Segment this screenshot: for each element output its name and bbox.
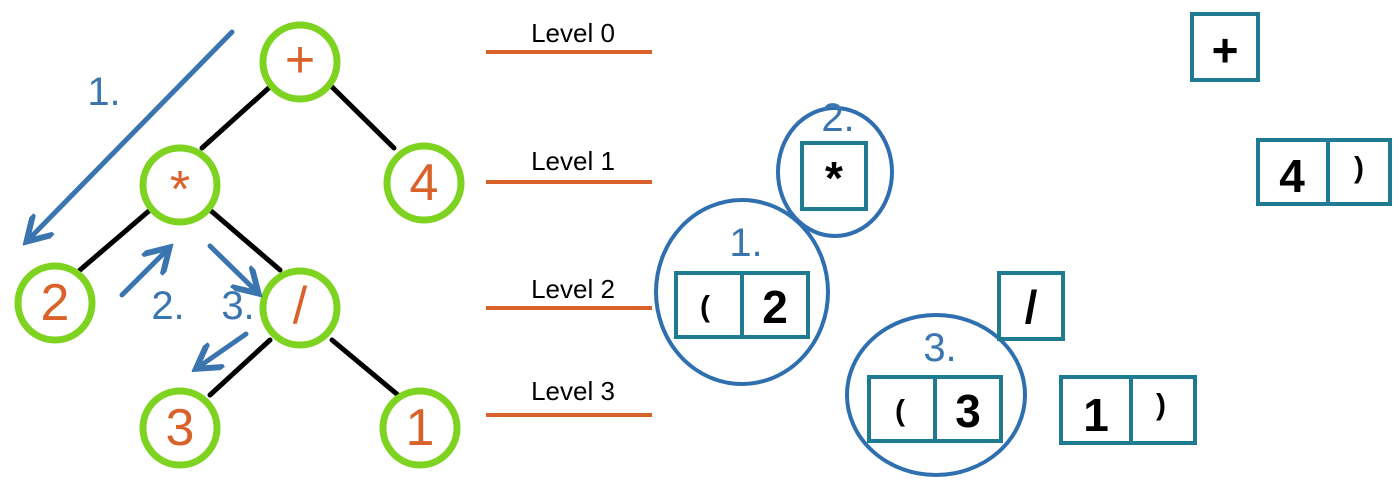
cell-three: 3 [955,385,981,437]
edge-divide-one [329,337,401,398]
tree-step-1-label: 1. [87,70,120,114]
arrow-step-3 [207,243,255,290]
cell-close-paren-one: ) [1156,389,1166,422]
edge-divide-three [207,337,273,398]
arrow-step-2 [119,251,166,298]
level-1-label: Level 1 [531,146,615,176]
traversal-arrows [30,29,255,366]
level-2-label: Level 2 [531,274,615,304]
level-1-marker: Level 1 [486,146,652,184]
arrow-step-back [200,331,249,366]
stack-group-2-label: 2. [821,96,854,140]
level-0-marker: Level 0 [486,18,652,54]
tree-node-times: * [139,144,221,226]
stack-group-1: 1. ( 2 [654,198,830,386]
level-3-marker: Level 3 [486,376,652,417]
tree-step-3-label: 3. [221,284,254,328]
edge-times-two [77,207,153,273]
node-label-times: * [170,161,190,219]
stack-group-1-label: 1. [729,221,762,265]
edge-times-divide [207,207,283,273]
node-label-plus: + [285,31,315,89]
cell-box-plus: + [1190,12,1260,82]
cell-divide: / [1025,281,1038,333]
edge-plus-four [327,82,397,151]
level-3-label: Level 3 [531,376,615,406]
cell-box-four: 4 ) [1256,138,1392,206]
stack-group-2: 2. * [776,96,894,238]
stack-group-3-label: 3. [923,326,956,370]
cell-times: * [825,152,843,204]
cell-open-paren-three: ( [895,395,905,428]
node-label-four: 4 [410,154,439,212]
tree-node-one: 1 [379,387,461,469]
cell-plus: + [1212,24,1239,76]
cell-close-paren-four: ) [1354,152,1364,185]
cell-one: 1 [1083,389,1109,441]
tree-node-two: 2 [14,262,96,344]
cell-four: 4 [1279,150,1305,202]
cell-box-divide: / [997,271,1065,341]
edge-plus-times [199,82,275,151]
level-0-label: Level 0 [531,18,615,48]
cell-two: 2 [762,281,788,333]
tree-node-divide: / [259,267,341,349]
tree-node-four: 4 [383,142,465,224]
arrow-step-1 [30,29,235,238]
cell-box-one: 1 ) [1059,375,1197,445]
node-label-divide: / [293,277,308,335]
node-label-three: 3 [166,399,195,457]
cell-open-paren-two: ( [700,291,710,324]
node-label-one: 1 [406,399,435,457]
tree-node-plus: + [259,21,341,103]
tree-node-three: 3 [139,387,221,469]
tree-step-2-label: 2. [151,284,184,328]
tree-edges [77,82,401,398]
node-label-two: 2 [41,274,70,332]
level-2-marker: Level 2 [486,274,652,310]
stack-group-3: 3. ( 3 [845,313,1027,477]
